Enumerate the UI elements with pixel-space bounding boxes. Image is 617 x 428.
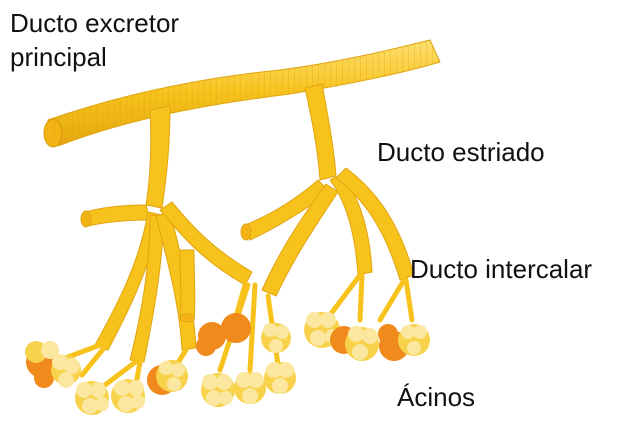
acinus [51, 354, 81, 388]
acinus [201, 373, 235, 407]
acinus [234, 372, 266, 404]
acinus [398, 324, 430, 356]
main-duct-label-line1: Ducto excretor [10, 6, 179, 40]
right-striated-duct [241, 84, 414, 296]
acini-clusters [25, 312, 430, 415]
striated-duct-label: Ducto estriado [377, 135, 545, 169]
acinus [111, 379, 145, 413]
acini-label: Ácinos [397, 380, 475, 414]
acinus [264, 362, 296, 394]
acinus [345, 326, 379, 361]
acinus [196, 313, 251, 356]
intercalated-duct-label: Ducto intercalar [410, 252, 592, 286]
acinus [147, 360, 188, 395]
acinus [261, 323, 291, 353]
main-excretory-duct-label: Ducto excretor principal [10, 6, 179, 74]
main-duct-label-line2: principal [10, 40, 179, 74]
acinus [75, 381, 109, 415]
